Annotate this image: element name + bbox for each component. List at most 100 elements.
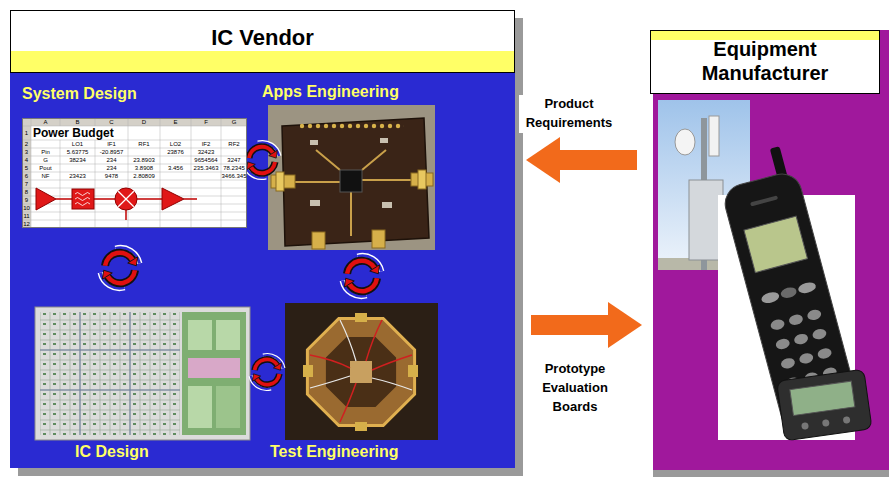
row-number: 10 [23,205,30,211]
pager-photo [822,419,830,427]
eval-board-photo [340,170,362,192]
mobile-phone-photo [744,216,808,272]
row-number: 2 [25,141,28,147]
table-cell: 23.8903 [133,157,155,163]
table-cell: 23423 [69,173,86,179]
table-cell: IF1 [107,141,116,147]
ic-layout-picture [182,312,246,435]
spreadsheet-grid [22,126,247,220]
section-label: IC Design [75,443,149,461]
rf-block-diagram [72,189,94,209]
spreadsheet-grid [22,118,31,228]
mobile-phone-photo [760,290,780,304]
eval-board-photo [380,138,388,143]
mobile-phone-photo [750,195,778,206]
eval-board-photo [418,170,426,189]
row-number: 11 [23,213,29,219]
eval-board-photo [276,172,284,191]
table-cell: -20.8957 [100,149,124,155]
ic-layout-picture [35,307,250,440]
vendor-panel: IC Vendor Power BudgetABCDEFG12345678910… [10,10,515,468]
table-cell: 38234 [69,157,86,163]
section-label: Test Engineering [270,443,399,461]
column-letter: C [109,119,113,125]
ic-layout-picture [35,307,250,440]
column-letter: E [173,119,177,125]
table-cell: 3.8908 [135,165,153,171]
table-cell: IF2 [202,141,211,147]
ic-layout-picture [216,386,240,428]
mobile-phone-photo [797,281,817,295]
table-cell: Pin [41,149,50,155]
eval-board-photo [295,150,414,236]
manufacturer-illustrations [653,30,889,470]
mobile-phone-photo [780,357,796,370]
rf-block-diagram [115,188,137,210]
test-fixture-photo [285,303,438,440]
arrow-label: Prototype Evaluation Boards [525,360,625,417]
rf-block-diagram [36,188,197,220]
panel-heading: IC Vendor [10,10,515,73]
spreadsheet-box: Power BudgetABCDEFG123456789101112LO1IF1… [22,118,247,228]
rf-block-diagram [36,188,56,210]
row-number: 4 [25,157,28,163]
test-fixture-photo [303,365,313,377]
table-cell: 5.63775 [67,149,89,155]
table-cell: 3.456 [168,165,183,171]
mobile-phone-photo [811,328,827,341]
table-cell: 9478 [105,173,118,179]
spreadsheet-grid [23,119,247,228]
pager-photo [777,369,872,441]
column-letter: F [204,119,208,125]
table-cell: Pout [39,165,51,171]
test-fixture-photo [310,320,412,390]
pager-photo [801,422,809,430]
arrow-label: Product Requirements [519,95,619,133]
block-arrow [531,315,609,335]
connector-group [531,160,637,325]
spreadsheet-grid [22,118,247,126]
table-cell: 78.2345 [223,165,245,171]
test-fixture-photo [326,337,396,407]
mobile-phone-photo [788,313,804,326]
mobile-phone-photo [721,170,862,436]
eval-board-photo [268,105,435,250]
eval-board-photo [268,105,435,250]
row-number: 7 [25,181,28,187]
pager-photo [843,416,851,424]
spreadsheet-grid [31,118,221,228]
test-fixture-photo [408,365,418,377]
eval-board-photo [312,232,325,249]
mobile-phone-photo [770,318,786,331]
table-cell: RF1 [138,141,149,147]
table-cell: RF2 [228,141,239,147]
ic-layout-picture [188,358,240,378]
column-letter: D [142,119,146,125]
table-cell: LO1 [72,141,83,147]
mobile-phone-photo [817,347,833,360]
row-number: 12 [23,221,30,227]
test-fixture-photo [355,313,367,322]
row-number: 6 [25,173,28,179]
table-cell: 32423 [198,149,215,155]
row-number: 9 [25,197,28,203]
base-station-photo [709,116,719,156]
mobile-phone-photo [780,286,798,300]
eval-board-photo [282,118,429,246]
table-cell: 23876 [167,149,184,155]
ic-layout-picture [188,320,212,350]
ic-layout-picture [40,312,180,435]
row-number: 1 [25,130,28,136]
base-station-photo [675,129,695,155]
eval-board-photo [310,140,318,145]
table-cell: 9654564 [194,157,217,163]
test-fixture-photo [307,318,414,425]
spreadsheet-title: Power Budget [33,126,114,140]
manufacturer-panel: Equipment Manufacturer [653,30,889,470]
column-letter: G [232,119,237,125]
rf-block-diagram [118,191,134,207]
ic-layout-picture [216,320,240,350]
mobile-phone-photo [775,337,791,350]
mobile-phone-photo [806,308,822,321]
